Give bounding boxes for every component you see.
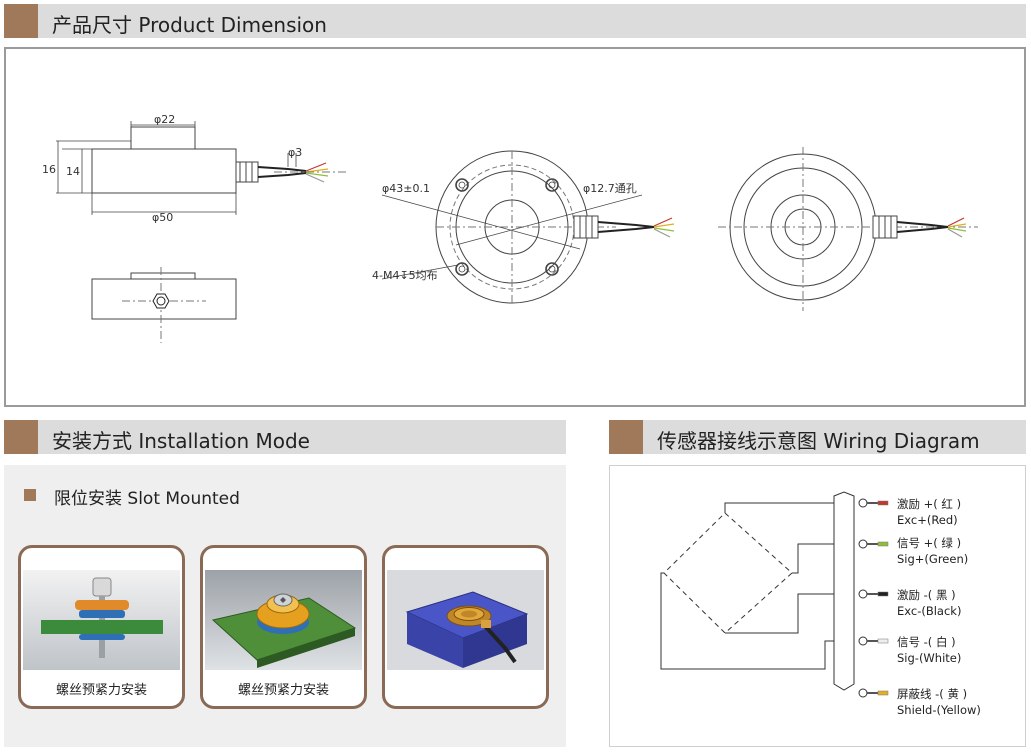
wire-label-en: Sig+(Green) [897, 552, 969, 566]
wire-color-tip [877, 690, 889, 696]
section-header-installation: 安装方式 Installation Mode [4, 420, 566, 454]
pin-terminal [858, 498, 868, 508]
wire-label-exc-plus: 激励 +( 红 ) Exc+(Red) [897, 496, 961, 528]
wire-label-cn: 信号 -( 白 ) [897, 635, 956, 649]
wiring-diagram-panel: 激励 +( 红 ) Exc+(Red) 信号 +( 绿 ) Sig+(Green… [609, 465, 1026, 747]
install-card-3 [382, 545, 549, 709]
wire-color-tip [877, 591, 889, 597]
top-view: φ43±0.1 φ12.7通孔 4-M4↧5均布 [372, 150, 675, 304]
wire-label-sig-minus: 信号 -( 白 ) Sig-(White) [897, 634, 961, 666]
wire-label-cn: 激励 -( 黑 ) [897, 588, 956, 602]
section-header-dimension: 产品尺寸 Product Dimension [4, 4, 1026, 38]
dimension-drawing: φ22 φ3 16 14 φ50 [42, 113, 978, 343]
pin-terminal [858, 636, 868, 646]
dim-h14-label: 14 [66, 165, 80, 178]
wire-label-sig-plus: 信号 +( 绿 ) Sig+(Green) [897, 535, 968, 567]
install-card-caption: 螺丝预紧力安装 [55, 683, 147, 698]
dim-m4-label: 4-M4↧5均布 [372, 269, 438, 282]
wire-color-tip [877, 541, 889, 547]
dim-phi12-7-label: φ12.7通孔 [583, 182, 637, 195]
wire-label-en: Exc+(Red) [897, 513, 958, 527]
wire-label-cn: 激励 +( 红 ) [897, 497, 962, 511]
dim-phi43-label: φ43±0.1 [382, 182, 430, 195]
dim-h16-label: 16 [42, 163, 56, 176]
dim-phi3-label: φ3 [288, 146, 302, 159]
install-card-2: 螺丝预紧力安装 [200, 545, 367, 709]
wire-label-en: Sig-(White) [897, 651, 962, 665]
installation-subtitle: 限位安装 Slot Mounted [54, 489, 240, 509]
wire-label-exc-minus: 激励 -( 黑 ) Exc-(Black) [897, 587, 961, 619]
wire-label-shield: 屏蔽线 -( 黄 ) Shield-(Yellow) [897, 686, 981, 718]
bottom-face-view [718, 147, 978, 311]
installation-panel: 限位安装 Slot Mounted 螺丝预紧力安装 [4, 465, 566, 747]
wire-color-tip [877, 500, 889, 506]
install-image-screw-plate [205, 570, 362, 670]
wire-pins [858, 498, 889, 698]
section-header-wiring: 传感器接线示意图 Wiring Diagram [609, 420, 1026, 454]
section-title: 传感器接线示意图 Wiring Diagram [657, 429, 980, 453]
wire-label-cn: 屏蔽线 -( 黄 ) [897, 687, 968, 701]
wire-label-en: Shield-(Yellow) [897, 703, 981, 717]
section-title: 产品尺寸 Product Dimension [52, 13, 327, 37]
dim-phi22-label: φ22 [154, 113, 175, 126]
wire-color-tip [877, 638, 889, 644]
install-card-caption: 螺丝预紧力安装 [237, 683, 329, 698]
wiring-diagram [660, 491, 889, 698]
side-view: φ22 φ3 16 14 φ50 [42, 113, 346, 224]
wire-label-en: Exc-(Black) [897, 604, 962, 618]
bottom-view [91, 267, 237, 343]
pin-terminal [858, 688, 868, 698]
install-image-screw-side [23, 570, 180, 670]
dimension-drawing-panel: φ22 φ3 16 14 φ50 [4, 47, 1026, 407]
dim-phi50-label: φ50 [152, 211, 173, 224]
pin-terminal [858, 539, 868, 549]
section-swatch [4, 4, 38, 38]
install-card-1: 螺丝预紧力安装 [18, 545, 185, 709]
install-image-slot-block [387, 570, 544, 670]
bullet-square [24, 489, 36, 501]
wire-label-cn: 信号 +( 绿 ) [897, 536, 962, 550]
section-title: 安装方式 Installation Mode [52, 429, 310, 453]
pin-terminal [858, 589, 868, 599]
section-swatch [4, 420, 38, 454]
section-swatch [609, 420, 643, 454]
